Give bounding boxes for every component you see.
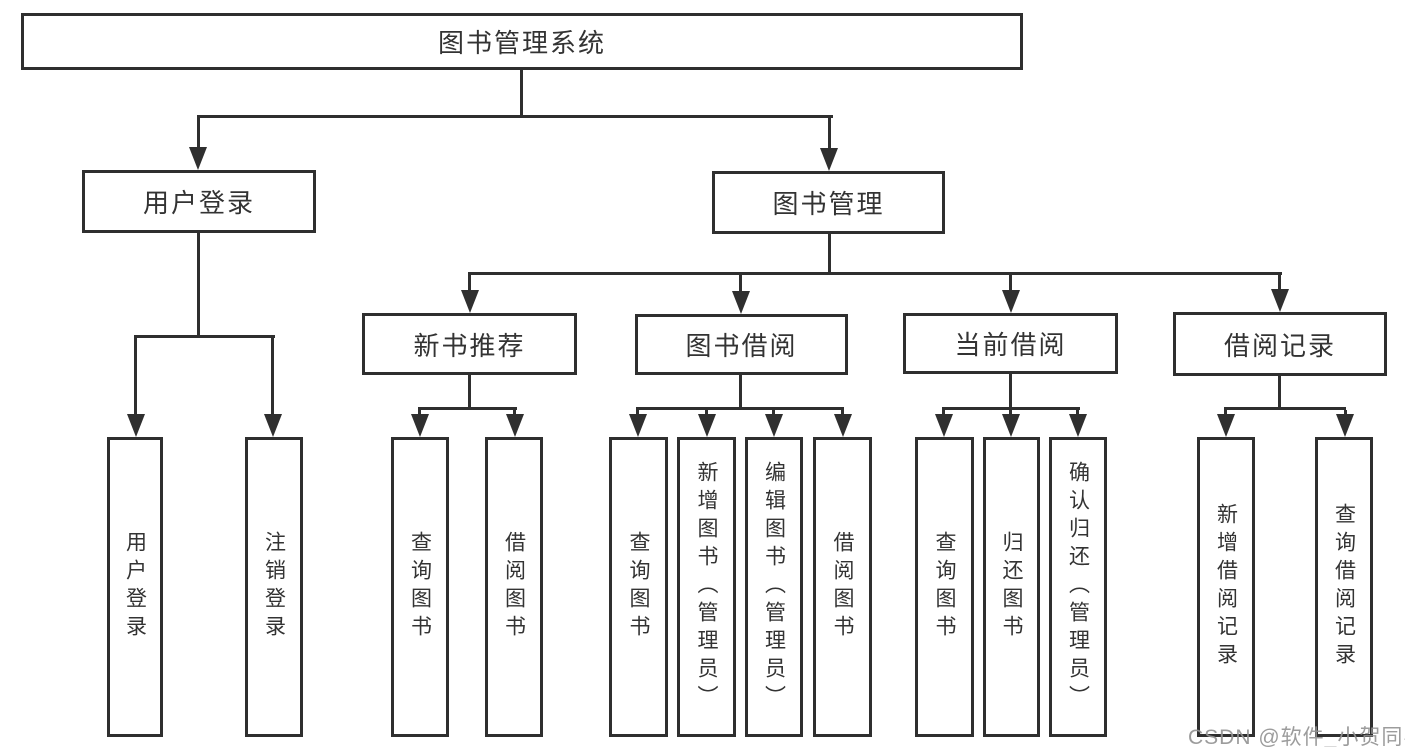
arrowhead-down-icon: [189, 147, 207, 170]
leaf-add-books-admin: 新增图书（管理员）: [677, 437, 736, 737]
arrowhead-down-icon: [820, 148, 838, 171]
connector-line: [418, 410, 421, 417]
arrowhead-down-icon: [1336, 414, 1354, 437]
leaf-label: 用户登录: [123, 531, 147, 643]
arrowhead-down-icon: [629, 414, 647, 437]
node-label: 借阅记录: [1223, 330, 1336, 361]
arrowhead-down-icon: [698, 414, 716, 437]
node-label: 新书推荐: [413, 330, 526, 361]
leaf-label: 查询图书: [408, 531, 432, 643]
connector-line: [1009, 374, 1012, 408]
connector-line: [1278, 275, 1281, 293]
leaf-label: 注销登录: [262, 531, 286, 643]
csdn-watermark: CSDN @软件_小贺同学: [1188, 726, 1405, 747]
node-book-management: 图书管理: [712, 171, 945, 234]
arrowhead-down-icon: [732, 291, 750, 314]
connector-line: [1009, 275, 1012, 293]
connector-line: [1278, 376, 1281, 408]
leaf-add-borrow-record: 新增借阅记录: [1197, 437, 1255, 737]
connector-line: [134, 338, 137, 416]
leaf-query-books: 查询图书: [391, 437, 449, 737]
arrowhead-down-icon: [834, 414, 852, 437]
node-label: 图书管理系统: [437, 28, 606, 58]
connector-line: [513, 410, 516, 417]
leaf-label: 借阅图书: [502, 531, 526, 643]
arrowhead-down-icon: [461, 290, 479, 313]
connector-line: [739, 375, 742, 408]
leaf-query-borrow-record: 查询借阅记录: [1315, 437, 1373, 737]
connector-line: [1224, 407, 1346, 410]
connector-line: [197, 118, 200, 152]
leaf-label: 借阅图书: [831, 531, 854, 643]
connector-line: [134, 335, 275, 338]
leaf-borrow-books: 借阅图书: [485, 437, 543, 737]
connector-line: [942, 407, 1080, 410]
connector-line: [828, 118, 831, 152]
connector-line: [1224, 410, 1227, 417]
node-borrowing-records: 借阅记录: [1173, 312, 1387, 376]
node-label: 当前借阅: [954, 330, 1067, 360]
leaf-label: 查询图书: [627, 531, 650, 643]
node-book-borrowing: 图书借阅: [635, 314, 848, 375]
arrowhead-down-icon: [1002, 414, 1020, 437]
connector-line: [772, 410, 775, 417]
arrowhead-down-icon: [935, 414, 953, 437]
leaf-label: 查询图书: [933, 531, 956, 643]
leaf-label: 查询借阅记录: [1332, 503, 1356, 671]
connector-line: [468, 375, 471, 409]
arrowhead-down-icon: [1271, 289, 1289, 312]
arrowhead-down-icon: [1217, 414, 1235, 437]
connector-line: [636, 407, 844, 410]
leaf-logout: 注销登录: [245, 437, 303, 737]
leaf-query-books: 查询图书: [915, 437, 974, 737]
arrowhead-down-icon: [411, 414, 429, 437]
node-label: 图书借阅: [685, 331, 798, 361]
leaf-label: 归还图书: [1000, 531, 1023, 643]
arrowhead-down-icon: [1002, 290, 1020, 313]
leaf-return-books: 归还图书: [983, 437, 1040, 737]
connector-line: [1076, 410, 1079, 417]
arrowhead-down-icon: [127, 414, 145, 437]
arrowhead-down-icon: [765, 414, 783, 437]
leaf-edit-books-admin: 编辑图书（管理员）: [745, 437, 803, 737]
node-label: 用户登录: [142, 188, 255, 218]
leaf-user-login: 用户登录: [107, 437, 163, 737]
leaf-query-books: 查询图书: [609, 437, 668, 737]
connector-line: [271, 338, 274, 416]
connector-line: [1009, 410, 1012, 417]
node-user-login: 用户登录: [82, 170, 316, 233]
connector-line: [841, 410, 844, 417]
leaf-label: 新增图书（管理员）: [695, 461, 718, 713]
leaf-label: 确认归还（管理员）: [1066, 461, 1090, 713]
connector-line: [1344, 410, 1347, 417]
connector-line: [705, 410, 708, 417]
connector-line: [828, 234, 831, 274]
connector-line: [636, 410, 639, 417]
connector-line: [739, 275, 742, 293]
connector-line: [942, 410, 945, 417]
connector-line: [197, 115, 833, 118]
arrowhead-down-icon: [264, 414, 282, 437]
arrowhead-down-icon: [1069, 414, 1087, 437]
leaf-confirm-return-admin: 确认归还（管理员）: [1049, 437, 1107, 737]
node-current-borrowing: 当前借阅: [903, 313, 1118, 374]
connector-line: [197, 233, 200, 335]
node-library-management-system: 图书管理系统: [21, 13, 1023, 70]
connector-line: [418, 407, 517, 410]
node-new-book-recommendation: 新书推荐: [362, 313, 577, 375]
leaf-borrow-books: 借阅图书: [813, 437, 872, 737]
arrowhead-down-icon: [506, 414, 524, 437]
leaf-label: 编辑图书（管理员）: [762, 461, 786, 713]
leaf-label: 新增借阅记录: [1214, 503, 1238, 671]
node-label: 图书管理: [772, 189, 885, 219]
connector-line: [520, 70, 523, 117]
connector-line: [468, 275, 471, 293]
connector-line: [468, 272, 1282, 275]
